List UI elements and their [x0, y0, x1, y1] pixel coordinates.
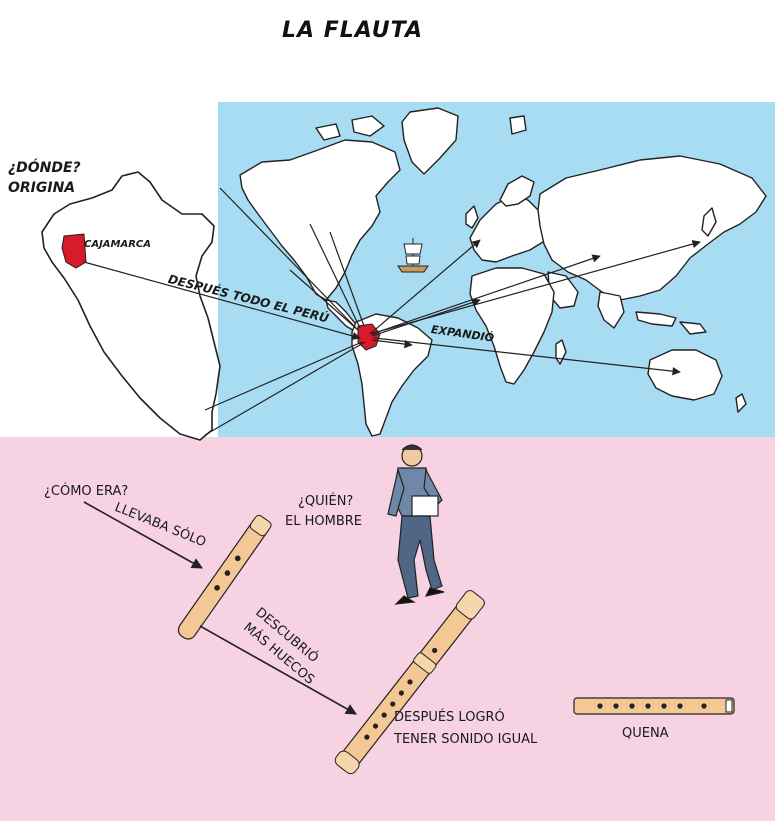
label-despues-logro: DESPUÉS LOGRÓ [394, 710, 505, 725]
quena-icon [573, 697, 735, 715]
flute-icon [177, 514, 272, 640]
label-origina: ORIGINA [8, 180, 76, 196]
label-cajamarca: CAJAMARCA [84, 239, 152, 250]
recorder-icon [334, 590, 485, 775]
process-arrows [83, 501, 357, 715]
ship-icon [397, 238, 429, 273]
peru-map [41, 171, 221, 441]
label-tener-sonido: TENER SONIDO IGUAL [394, 732, 538, 747]
expansion-arrows [83, 187, 701, 436]
man-figure [387, 444, 445, 605]
page-title: LA FLAUTA [282, 18, 423, 43]
label-como-era: ¿CÓMO ERA? [44, 484, 129, 499]
label-quien: ¿QUIÉN? [298, 494, 354, 509]
label-donde: ¿DÓNDE? [8, 160, 81, 176]
label-el-hombre: EL HOMBRE [285, 514, 362, 529]
cajamarca-region [61, 233, 87, 269]
label-quena: QUENA [622, 726, 669, 741]
bottom-panel [0, 437, 775, 821]
